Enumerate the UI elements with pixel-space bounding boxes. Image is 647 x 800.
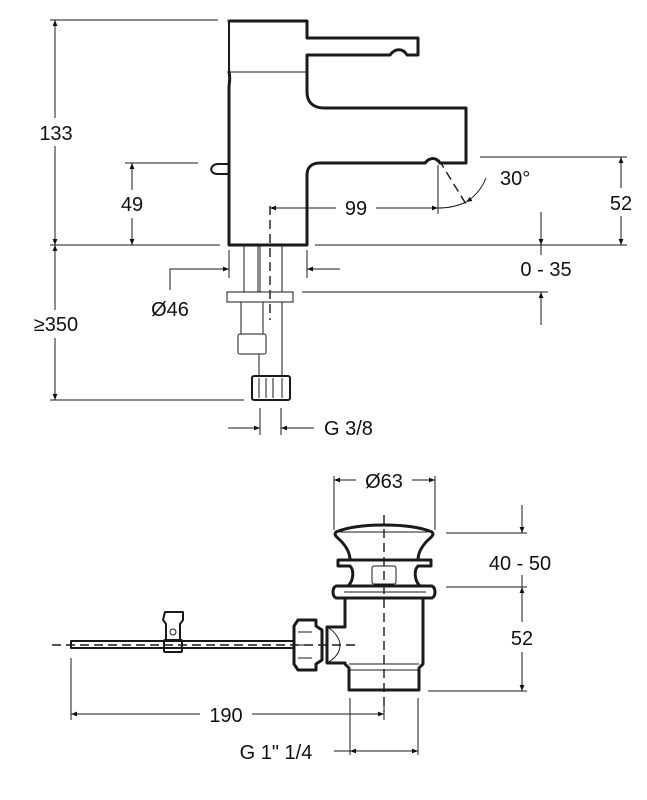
waste-rod-clamp: [162, 611, 184, 641]
dim-spout-angle: 30°: [500, 168, 530, 190]
dim-overall-height: 133: [39, 123, 72, 145]
dim-outlet-thread: G 1" 1/4: [240, 742, 313, 764]
dim-spout-reach: 99: [345, 198, 367, 220]
dim-head-diameter: Ø63: [365, 471, 403, 493]
dim-rod-length: 190: [209, 705, 242, 727]
dim-connection-thread: G 3/8: [324, 418, 373, 440]
dim-base-diameter: Ø46: [151, 299, 189, 321]
dim-hose-length: ≥350: [34, 314, 78, 336]
dim-outlet-height: 52: [610, 193, 632, 215]
spout-angle-line: [438, 159, 467, 205]
spout-angle-arc: [437, 201, 467, 209]
popup-knob: [210, 163, 229, 175]
waste-clamp-screw: [169, 628, 177, 636]
dim-46-leader: [169, 266, 229, 290]
dim-adjustable-height: 40 - 50: [489, 553, 551, 575]
dim-deck-thickness: 0 - 35: [520, 259, 571, 281]
mixer-body: [227, 70, 468, 247]
mixer-lever: [227, 19, 420, 74]
mixer-drawing: 133 49 99 30° 52 0 - 35 Ø46 ≥350: [28, 19, 641, 440]
dim-lever-height: 49: [121, 194, 143, 216]
waste-drawing: Ø63 40 - 50 52 190 G 1" 1/4: [52, 471, 551, 764]
waste-cap: [333, 523, 435, 562]
dim-body-height: 52: [511, 628, 533, 650]
waste-clamp-base: [163, 639, 183, 653]
mixer-tails: [226, 206, 294, 401]
spout-angle-arrow: [465, 177, 487, 203]
waste-body: [325, 596, 425, 692]
waste-lower-flange: [331, 584, 437, 600]
waste-side-nut: [292, 618, 324, 672]
waste-stem: [371, 565, 397, 585]
